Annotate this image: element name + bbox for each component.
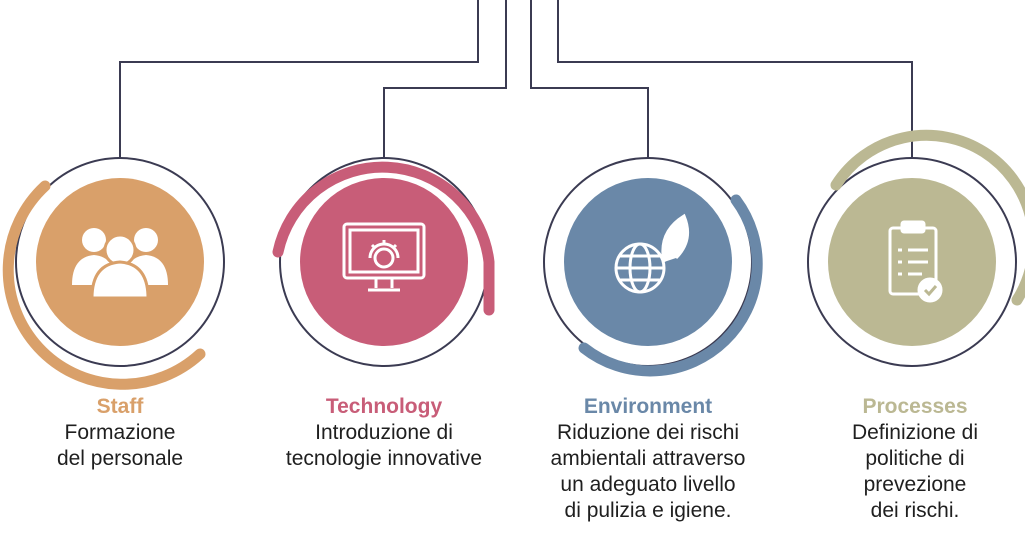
monitor-gear-icon — [342, 222, 426, 292]
node-processes — [807, 129, 1025, 367]
label-processes: Processes Definizione di politiche di pr… — [820, 394, 1010, 524]
node-title: Technology — [325, 395, 443, 418]
disc-technology — [300, 178, 468, 346]
disc-environment — [564, 178, 732, 346]
node-title: Staff — [96, 395, 144, 418]
ring-arc-staff — [2, 180, 206, 390]
connector-environment — [530, 0, 649, 160]
node-title: Processes — [862, 395, 968, 418]
globe-leaf-icon — [614, 213, 690, 294]
node-title: Environment — [583, 395, 713, 418]
checklist-icon — [888, 220, 943, 303]
node-description: Introduzione di tecnologie innovative — [285, 421, 483, 470]
users-group-icon — [72, 228, 168, 300]
label-environment: Environment Riduzione dei rischi ambient… — [518, 394, 778, 524]
ring-arc-processes — [830, 129, 1025, 306]
node-description: Riduzione dei rischi ambientali attraver… — [550, 421, 746, 522]
node-environment — [543, 157, 763, 377]
ring-arc-environment — [578, 194, 763, 377]
label-staff: Staff Formazione del personale — [20, 394, 220, 472]
node-description: Formazione del personale — [56, 421, 184, 470]
connector-lines — [119, 0, 913, 160]
node-description: Definizione di politiche di prevezione d… — [851, 421, 979, 522]
connector-processes — [557, 0, 913, 160]
connector-technology — [383, 0, 507, 160]
ring-arc-technology — [272, 161, 495, 316]
label-technology: Technology Introduzione di tecnologie in… — [254, 394, 514, 472]
node-technology — [272, 157, 495, 367]
node-staff — [2, 157, 225, 390]
connector-staff — [119, 0, 479, 160]
